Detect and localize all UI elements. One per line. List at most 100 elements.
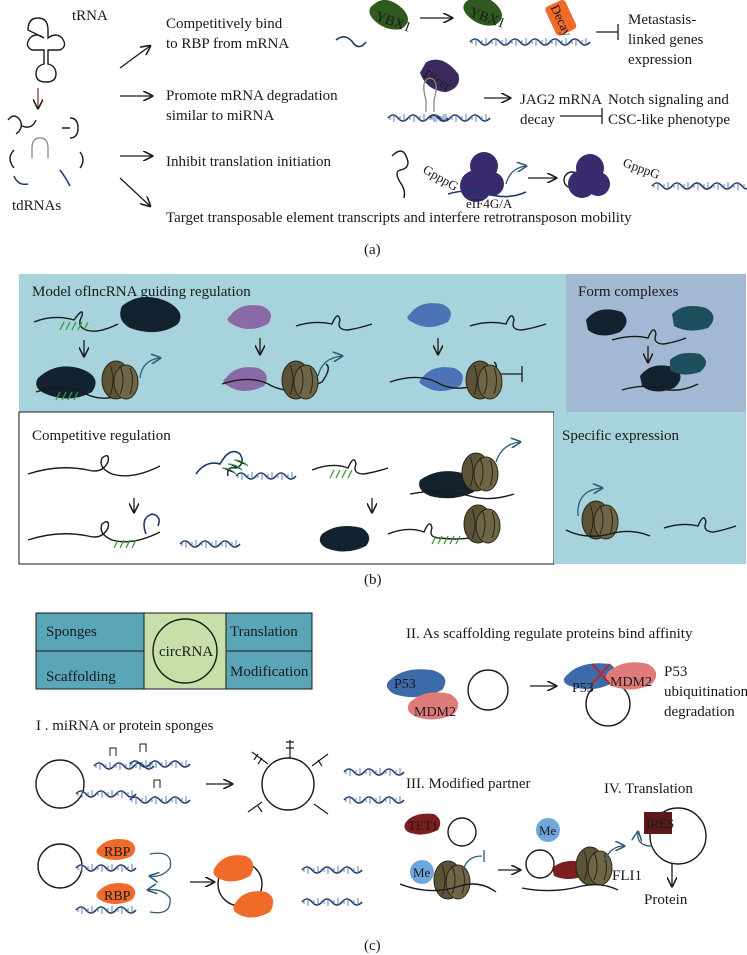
jag2-line2: decay — [520, 112, 555, 128]
meta-line3: expression — [628, 52, 693, 68]
mirna-helix — [93, 761, 155, 771]
lncrna-strand — [27, 455, 161, 477]
mech3-text: Inhibit translation initiation — [166, 154, 331, 170]
mirna-helix — [129, 759, 191, 769]
guide-title: Model oflncRNA guiding regulation — [32, 284, 251, 300]
sec2-title: II. As scaffolding regulate proteins bin… — [406, 626, 693, 642]
me-mark — [410, 860, 434, 884]
complex-title: Form complexes — [578, 284, 679, 300]
comp-title: Competitive regulation — [32, 428, 171, 444]
tbl-sponges: Sponges — [46, 624, 97, 640]
panel-a: tRNA tdRNAs Competitively bind to RBP fr… — [7, 0, 747, 258]
notch-line1: Notch signaling and — [608, 92, 729, 108]
trna-icon — [26, 17, 66, 83]
p53-label: P53 — [394, 677, 416, 692]
jag2-line1: JAG2 mRNA — [520, 92, 602, 108]
p53-out2: ubiquitination — [664, 684, 747, 700]
dark-protein — [319, 526, 370, 552]
p53-out3: degradation — [664, 704, 735, 720]
rbp-protein: RBP — [96, 839, 136, 860]
mrna-helix — [75, 905, 137, 915]
sec3-title: III. Modified partner — [406, 776, 531, 792]
tdrna-strand — [335, 36, 367, 48]
circrna — [467, 669, 509, 711]
nucleosome — [575, 846, 613, 886]
panel-b-label: (b) — [364, 572, 382, 588]
mdm2-label: MDM2 — [414, 705, 456, 720]
blue-protein — [407, 303, 451, 327]
mech2b-text: similar to miRNA — [166, 108, 275, 124]
svg-text:TET1: TET1 — [408, 818, 438, 833]
block-cross — [591, 663, 611, 685]
rbp-bound — [213, 855, 254, 882]
teal-protein — [672, 306, 714, 331]
ires-block — [644, 812, 672, 834]
binding-arrow — [150, 852, 172, 876]
panel-c: Sponges Scaffolding circRNA Translation … — [35, 612, 747, 954]
trna-label: tRNA — [72, 8, 108, 24]
mech4-text: Target transposable element transcripts … — [166, 210, 632, 226]
eif4g-free — [568, 154, 610, 198]
circrna — [525, 849, 555, 879]
tbl-modification: Modification — [230, 664, 309, 680]
specific-bg — [554, 412, 746, 564]
spec-title: Specific expression — [562, 428, 680, 444]
eif-label: eIF4G/A — [466, 196, 513, 211]
ybx1-protein: YBX1 — [369, 0, 413, 36]
p53-label-2: P53 — [572, 681, 594, 696]
notch-line2: CSC-like phenotype — [608, 112, 730, 128]
ires-label: IRES — [646, 816, 674, 831]
mrna-helix — [529, 37, 591, 47]
lncrna-strand — [33, 311, 119, 332]
mech1b-text: to RBP from mRNA — [166, 36, 289, 52]
mrna-helix — [343, 795, 405, 805]
mirna-helix — [75, 789, 137, 799]
mdm2-protein — [407, 692, 459, 720]
tdrna-strand — [391, 150, 409, 199]
dark-protein — [120, 296, 181, 333]
tet1-protein: TET1 — [404, 813, 441, 835]
tdrna-fragment — [7, 115, 37, 135]
mrna-helix — [343, 767, 405, 777]
circrna-sponge — [261, 757, 315, 811]
fli1-label: FLI1 — [612, 868, 642, 884]
mrna-helix — [75, 863, 137, 873]
panel-c-label: (c) — [364, 938, 381, 954]
binding-arrow — [148, 890, 171, 914]
sec4-title: IV. Translation — [604, 781, 693, 797]
tdrna-fragment — [9, 149, 84, 169]
tbl-translation: Translation — [230, 624, 298, 640]
lncrna-strand — [663, 517, 737, 533]
bound-mirnas — [247, 740, 329, 815]
p53-out1: P53 — [664, 664, 687, 680]
protein-label: Protein — [644, 892, 688, 908]
circrna — [447, 817, 477, 847]
circrna-circle — [152, 618, 218, 684]
mrna-helix — [429, 113, 491, 123]
eif4g-complex — [460, 152, 504, 202]
meta-line1: Metastasis- — [628, 12, 696, 28]
lncrna-strand — [295, 315, 373, 331]
sec1-title: I . miRNA or protein sponges — [36, 718, 214, 734]
p53-protein — [386, 669, 446, 698]
gpppg-label-2: GpppG — [621, 155, 662, 182]
mdm2-label-2: MDM2 — [610, 675, 652, 690]
tdrna-fragment — [13, 169, 71, 187]
mrna-helix — [301, 897, 363, 907]
me-label-2: Me — [539, 823, 557, 838]
tbl-scaffolding: Scaffolding — [46, 669, 116, 685]
purple-protein — [227, 305, 271, 329]
lncrna-strand — [311, 459, 389, 475]
lncrna-strand — [469, 315, 547, 331]
gpppg-label: GpppG — [421, 162, 462, 194]
tdrnas-label: tdRNAs — [12, 198, 61, 214]
mech1-text: Competitively bind — [166, 16, 283, 32]
mrna-helix — [469, 37, 531, 47]
tdrna-fragment — [62, 117, 79, 139]
circrna — [37, 843, 83, 889]
rbp-bound — [233, 891, 274, 918]
svg-text:RBP: RBP — [104, 845, 131, 860]
tdrna-fragment — [31, 137, 49, 158]
svg-text:RBP: RBP — [104, 889, 131, 904]
